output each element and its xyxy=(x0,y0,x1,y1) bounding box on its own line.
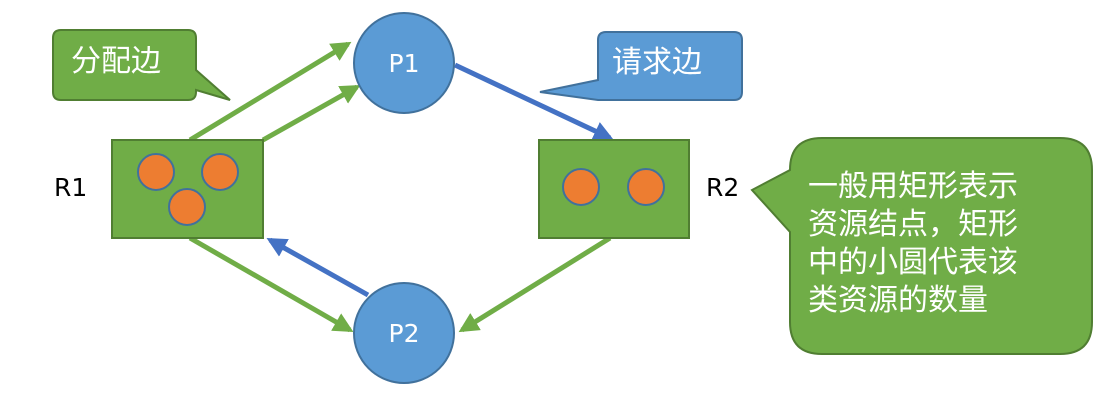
note-callout-text: 一般用矩形表示 资源结点，矩形 中的小圆代表该 类资源的数量 xyxy=(808,168,1018,320)
resource-r1-instance xyxy=(201,153,239,191)
note-callout xyxy=(750,137,1093,355)
process-p1-label: P1 xyxy=(388,48,420,78)
resource-r1-label: R1 xyxy=(54,173,88,202)
note-line: 资源结点，矩形 xyxy=(808,207,1018,242)
resource-r2-label: R2 xyxy=(706,173,740,202)
note-line: 一般用矩形表示 xyxy=(808,169,1018,204)
request-edge-p1-r2 xyxy=(453,62,614,141)
assignment-edge-r1-p1-b xyxy=(261,84,361,143)
request-edge-p2-r1 xyxy=(266,237,370,298)
process-p1-node xyxy=(353,12,455,114)
assignment-edge-r2-p2 xyxy=(458,235,612,333)
request-edge-callout xyxy=(539,31,743,101)
resource-r2-instance xyxy=(562,168,600,206)
process-p2-node xyxy=(353,282,455,384)
assignment-edge-r1-p1-a xyxy=(188,41,352,143)
resource-r1-instance xyxy=(168,188,206,226)
assignment-edge-callout-text: 分配边 xyxy=(71,44,161,79)
resource-r2-instance xyxy=(627,168,665,206)
assignment-edge-r1-p2 xyxy=(188,235,354,333)
note-line: 类资源的数量 xyxy=(808,283,988,318)
resource-r1-instance xyxy=(137,153,175,191)
process-p2-label: P2 xyxy=(388,318,420,348)
assignment-edge-callout xyxy=(52,29,231,101)
resource-r2-box xyxy=(538,139,690,239)
request-edge-callout-text: 请求边 xyxy=(612,45,702,80)
note-line: 中的小圆代表该 xyxy=(808,245,1018,280)
